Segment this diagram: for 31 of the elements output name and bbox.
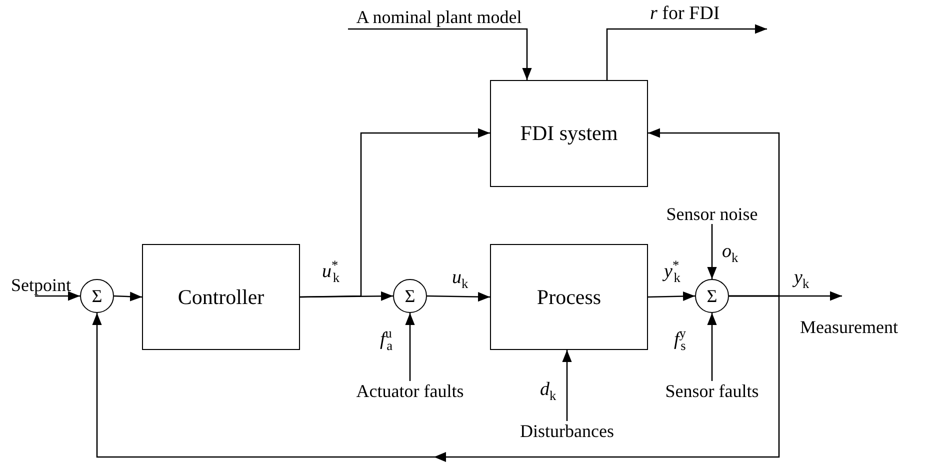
input-label: A nominal plant model [333, 4, 545, 29]
arrow [707, 224, 717, 279]
arrow [562, 350, 572, 421]
edge-label: u$_{k}$ [452, 268, 468, 287]
edge-label: d$_{k}$ [540, 380, 556, 399]
summing-junction: Σ [393, 279, 427, 313]
summing-junction: Σ [695, 279, 729, 313]
edge-label: r for FDI [650, 4, 720, 23]
arrow [648, 128, 780, 297]
arrow [426, 292, 490, 302]
arrow [348, 28, 532, 80]
arrow [707, 313, 717, 381]
input-label: Sensor faults [655, 381, 769, 401]
arrow [35, 291, 80, 301]
edge-label: y$_{k}$ [794, 268, 810, 287]
input-label: Disturbances [510, 421, 624, 441]
block: Process [490, 244, 648, 350]
output-label: Measurement [800, 318, 898, 336]
summing-junction: Σ [80, 279, 114, 313]
input-label: Sensor noise [655, 204, 769, 224]
input-label: Actuator faults [342, 381, 478, 401]
block: Controller [142, 244, 300, 350]
arrow [300, 128, 490, 298]
input-label: Setpoint [2, 274, 80, 296]
arrow [92, 295, 780, 458]
arrow [114, 292, 142, 302]
arrow [648, 291, 696, 302]
edge-label: o$_{k}$ [722, 242, 738, 261]
arrow [606, 24, 767, 80]
arrow [405, 313, 415, 381]
block: FDI system [490, 80, 648, 187]
